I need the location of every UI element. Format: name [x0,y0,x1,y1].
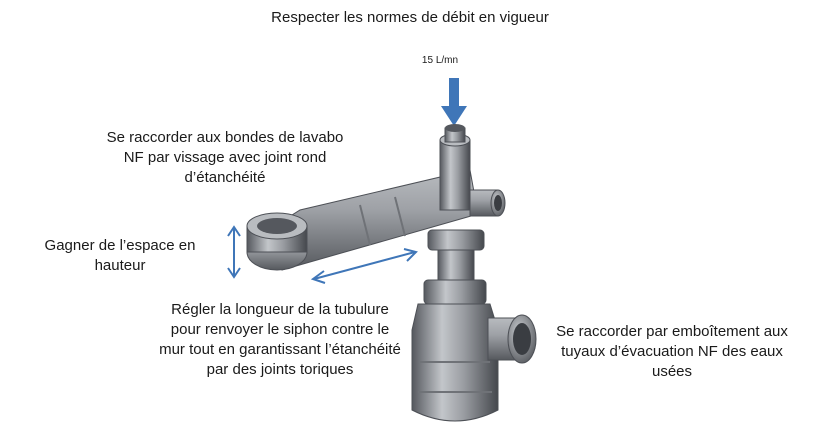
annotation-line: mur tout en garantissant l’étanchéité [159,341,401,358]
annotation-line: usées [651,363,693,380]
annotation-line: hauteur [94,257,146,274]
annotation-fit-pipes: Se raccorder par emboîtement aux tuyaux … [524,322,820,382]
annotation-line: Régler la longueur de la tubulure [171,301,389,318]
double-arrow-diagonal-icon [310,248,418,284]
annotation-line: pour renvoyer le siphon contre le [170,321,390,338]
annotation-line: par des joints toriques [206,361,354,378]
annotation-connect-bonde: Se raccorder aux bondes de lavabo NF par… [95,128,355,188]
annotation-line: Gagner de l’espace en [44,237,196,254]
annotation-line: Se raccorder par emboîtement aux [556,323,788,340]
annotation-line: NF par vissage avec joint rond [123,149,327,166]
diagram-title: Respecter les normes de débit en vigueur [271,9,549,26]
annotation-line: tuyaux d’évacuation NF des eaux [561,343,783,360]
annotation-gain-space: Gagner de l’espace en hauteur [20,236,220,276]
flow-rate-label: 15 L/mn [421,55,459,66]
siphon-illustration [246,124,537,422]
annotation-adjust-length: Régler la longueur de la tubulure pour r… [100,300,460,380]
down-arrow-icon [441,78,467,126]
annotation-line: d’étanchéité [184,169,266,186]
double-arrow-vertical-icon [227,225,241,279]
annotation-line: Se raccorder aux bondes de lavabo [106,129,344,146]
